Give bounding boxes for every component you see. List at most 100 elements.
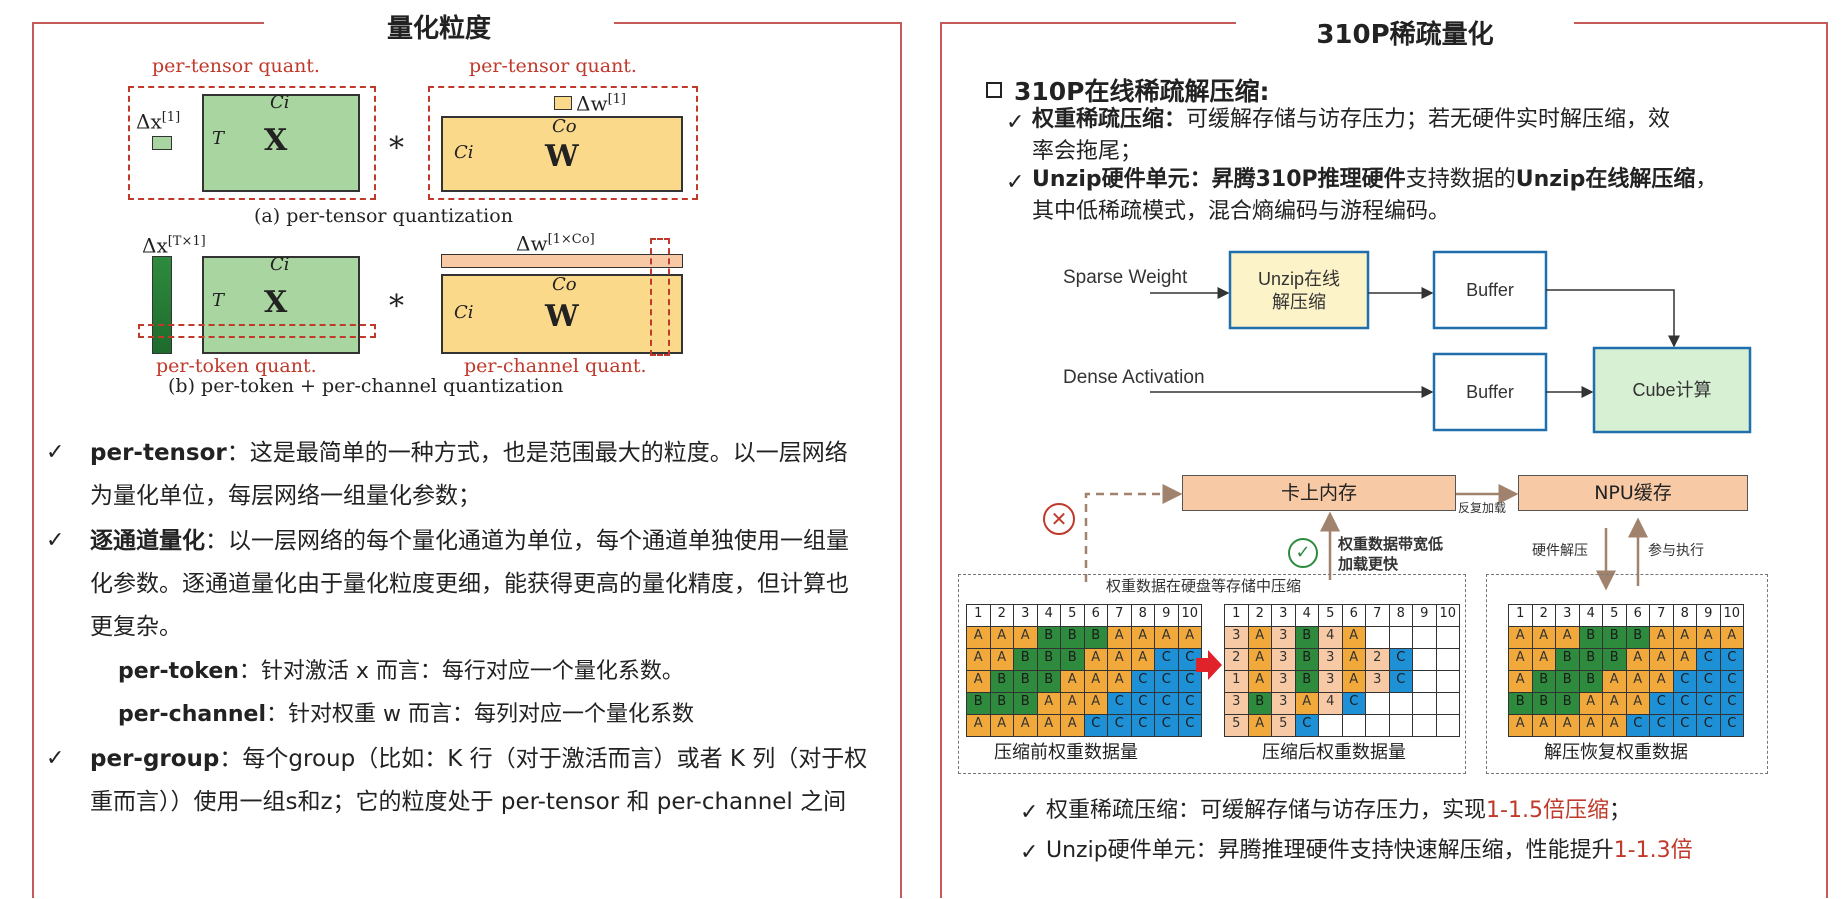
grid-header-cell: 4 [1578, 604, 1603, 627]
grid-before-cell: C [1154, 648, 1179, 671]
grid-before-cell: A [1060, 692, 1085, 715]
grid-before-cell: A [1060, 714, 1085, 737]
npu-cache-box [1518, 475, 1748, 511]
grid-before-cell: B [1013, 670, 1038, 693]
fig-a-x: X [264, 123, 288, 158]
label-restored: 解压恢复权重数据 [1544, 742, 1688, 763]
grid-header-cell: 5 [1318, 604, 1343, 627]
point-bold: Unzip硬件单元： [1032, 167, 1212, 192]
grid-before-cell: A [1107, 626, 1132, 649]
grid-restored-cell: A [1625, 648, 1650, 671]
fig-b-co: Co [552, 274, 577, 295]
grid-before-cell: C [1130, 714, 1155, 737]
summary-tail: ； [1608, 798, 1631, 823]
card-memory-label: 卡上内存 [1280, 482, 1357, 504]
grid-header-cell: 10 [1719, 604, 1744, 627]
grid-header-cell: 10 [1435, 604, 1460, 627]
check-circle-icon [1288, 538, 1318, 568]
grid-restored-cell: C [1696, 714, 1721, 737]
check-icon: ✓ [1006, 170, 1025, 195]
grid-after-cell [1388, 692, 1413, 715]
grid-after-cell: A [1247, 670, 1272, 693]
restore-dashed-box [1486, 574, 1768, 774]
grid-header-cell: 6 [1625, 604, 1650, 627]
bullet-bold: 逐通道量化 [90, 528, 205, 554]
grid-before-cell: C [1177, 714, 1202, 737]
grid-header-cell: 1 [966, 604, 991, 627]
repeat-load-label: 反复加载 [1458, 501, 1507, 515]
grid-after-cell: A [1341, 648, 1366, 671]
bullet-bold: per-group [90, 746, 220, 772]
grid-after-cell [1365, 692, 1390, 715]
grid-before-cell: C [1177, 670, 1202, 693]
check-icon: ✓ [1020, 800, 1039, 825]
fig-b-channel-dashed [650, 238, 670, 356]
grid-after-cell [1435, 648, 1460, 671]
grid-header-cell: 9 [1412, 604, 1437, 627]
sub-bold: per-channel [118, 702, 266, 727]
grid-after-cell: B [1294, 648, 1319, 671]
grid-restored-cell: B [1602, 626, 1627, 649]
bullet-bold: per-tensor [90, 440, 227, 466]
card-memory-box [1182, 475, 1456, 511]
fig-a-matrix-x [202, 94, 360, 192]
grid-after-cell [1412, 692, 1437, 715]
grid-header-cell: 8 [1130, 604, 1155, 627]
grid-header-cell: 2 [1531, 604, 1556, 627]
summary-text: 权重稀疏压缩：可缓解存储与访存压力，实现 [1046, 798, 1487, 823]
grid-after-cell: B [1294, 670, 1319, 693]
fig-b-dw: Δw [516, 231, 548, 256]
grid-before-cell: C [1130, 692, 1155, 715]
grid-restored-cell: B [1578, 648, 1603, 671]
grid-before-cell: C [1107, 692, 1132, 715]
grid-header-cell: 6 [1341, 604, 1366, 627]
grid-restored-cell: A [1696, 626, 1721, 649]
grid-before-cell: A [1036, 714, 1061, 737]
grid-header-cell: 1 [1508, 604, 1533, 627]
grid-restored-cell: A [1649, 626, 1674, 649]
summary-2: Unzip硬件单元：昇腾推理硬件支持快速解压缩，性能提升1-1.3倍 [1046, 832, 1693, 870]
grid-header-cell: 2 [1247, 604, 1272, 627]
benefit-label-2: 加载更快 [1338, 555, 1399, 573]
grid-restored-cell: C [1625, 714, 1650, 737]
sub-per-channel: per-channel：针对权重 w 而言：每列对应一个量化系数 [118, 693, 694, 736]
fig-b-dx-sup: [T×1] [167, 234, 206, 249]
fig-a-right-dashed [428, 86, 698, 200]
fig-b-ci-w: Ci [454, 302, 474, 323]
fig-b-dw-row [441, 254, 683, 268]
label-before: 压缩前权重数据量 [994, 742, 1138, 763]
grid-restored-cell: A [1625, 692, 1650, 715]
fig-a-dx-square [152, 136, 172, 150]
grid-header-cell: 8 [1672, 604, 1697, 627]
grid-after-cell: 4 [1318, 626, 1343, 649]
fig-a-label-right: per-tensor quant. [469, 55, 637, 77]
grid-after-cell: 3 [1271, 626, 1296, 649]
grid-after-cell: B [1294, 626, 1319, 649]
check-icon: ✓ [1006, 110, 1025, 135]
compress-dashed-box [958, 574, 1466, 774]
grid-before-cell: A [1013, 626, 1038, 649]
grid-after-cell: 2 [1365, 648, 1390, 671]
grid-before-cell: B [1036, 670, 1061, 693]
grid-before-cell: A [1083, 648, 1108, 671]
grid-restored-cell: A [1719, 626, 1744, 649]
grid-before-cell: C [1154, 714, 1179, 737]
grid-header-cell: 8 [1388, 604, 1413, 627]
grid-after-cell: 5 [1271, 714, 1296, 737]
bullet-per-tensor: per-tensor：这是最简单的一种方式，也是范围最大的粒度。以一层网络 [90, 432, 848, 475]
point-bold: 权重稀疏压缩： [1032, 107, 1187, 132]
right-panel-title: 310P稀疏量化 [1240, 14, 1570, 51]
fig-b-label-right: per-channel quant. [464, 355, 647, 377]
bullet-per-tensor-cont: 为量化单位，每层网络一组量化参数； [90, 483, 481, 509]
grid-restored-cell: A [1602, 670, 1627, 693]
grid-before-cell: A [989, 648, 1014, 671]
grid-before-cell: A [1107, 648, 1132, 671]
grid-before-cell: C [1154, 692, 1179, 715]
buffer-to-cube-arrow [1546, 289, 1680, 348]
grid-after-cell: C [1388, 648, 1413, 671]
grid-restored-cell: A [1672, 626, 1697, 649]
grid-before-cell: B [1036, 626, 1061, 649]
grid-after-cell [1365, 714, 1390, 737]
grid-restored-cell: C [1719, 714, 1744, 737]
grid-before-cell: B [1013, 648, 1038, 671]
